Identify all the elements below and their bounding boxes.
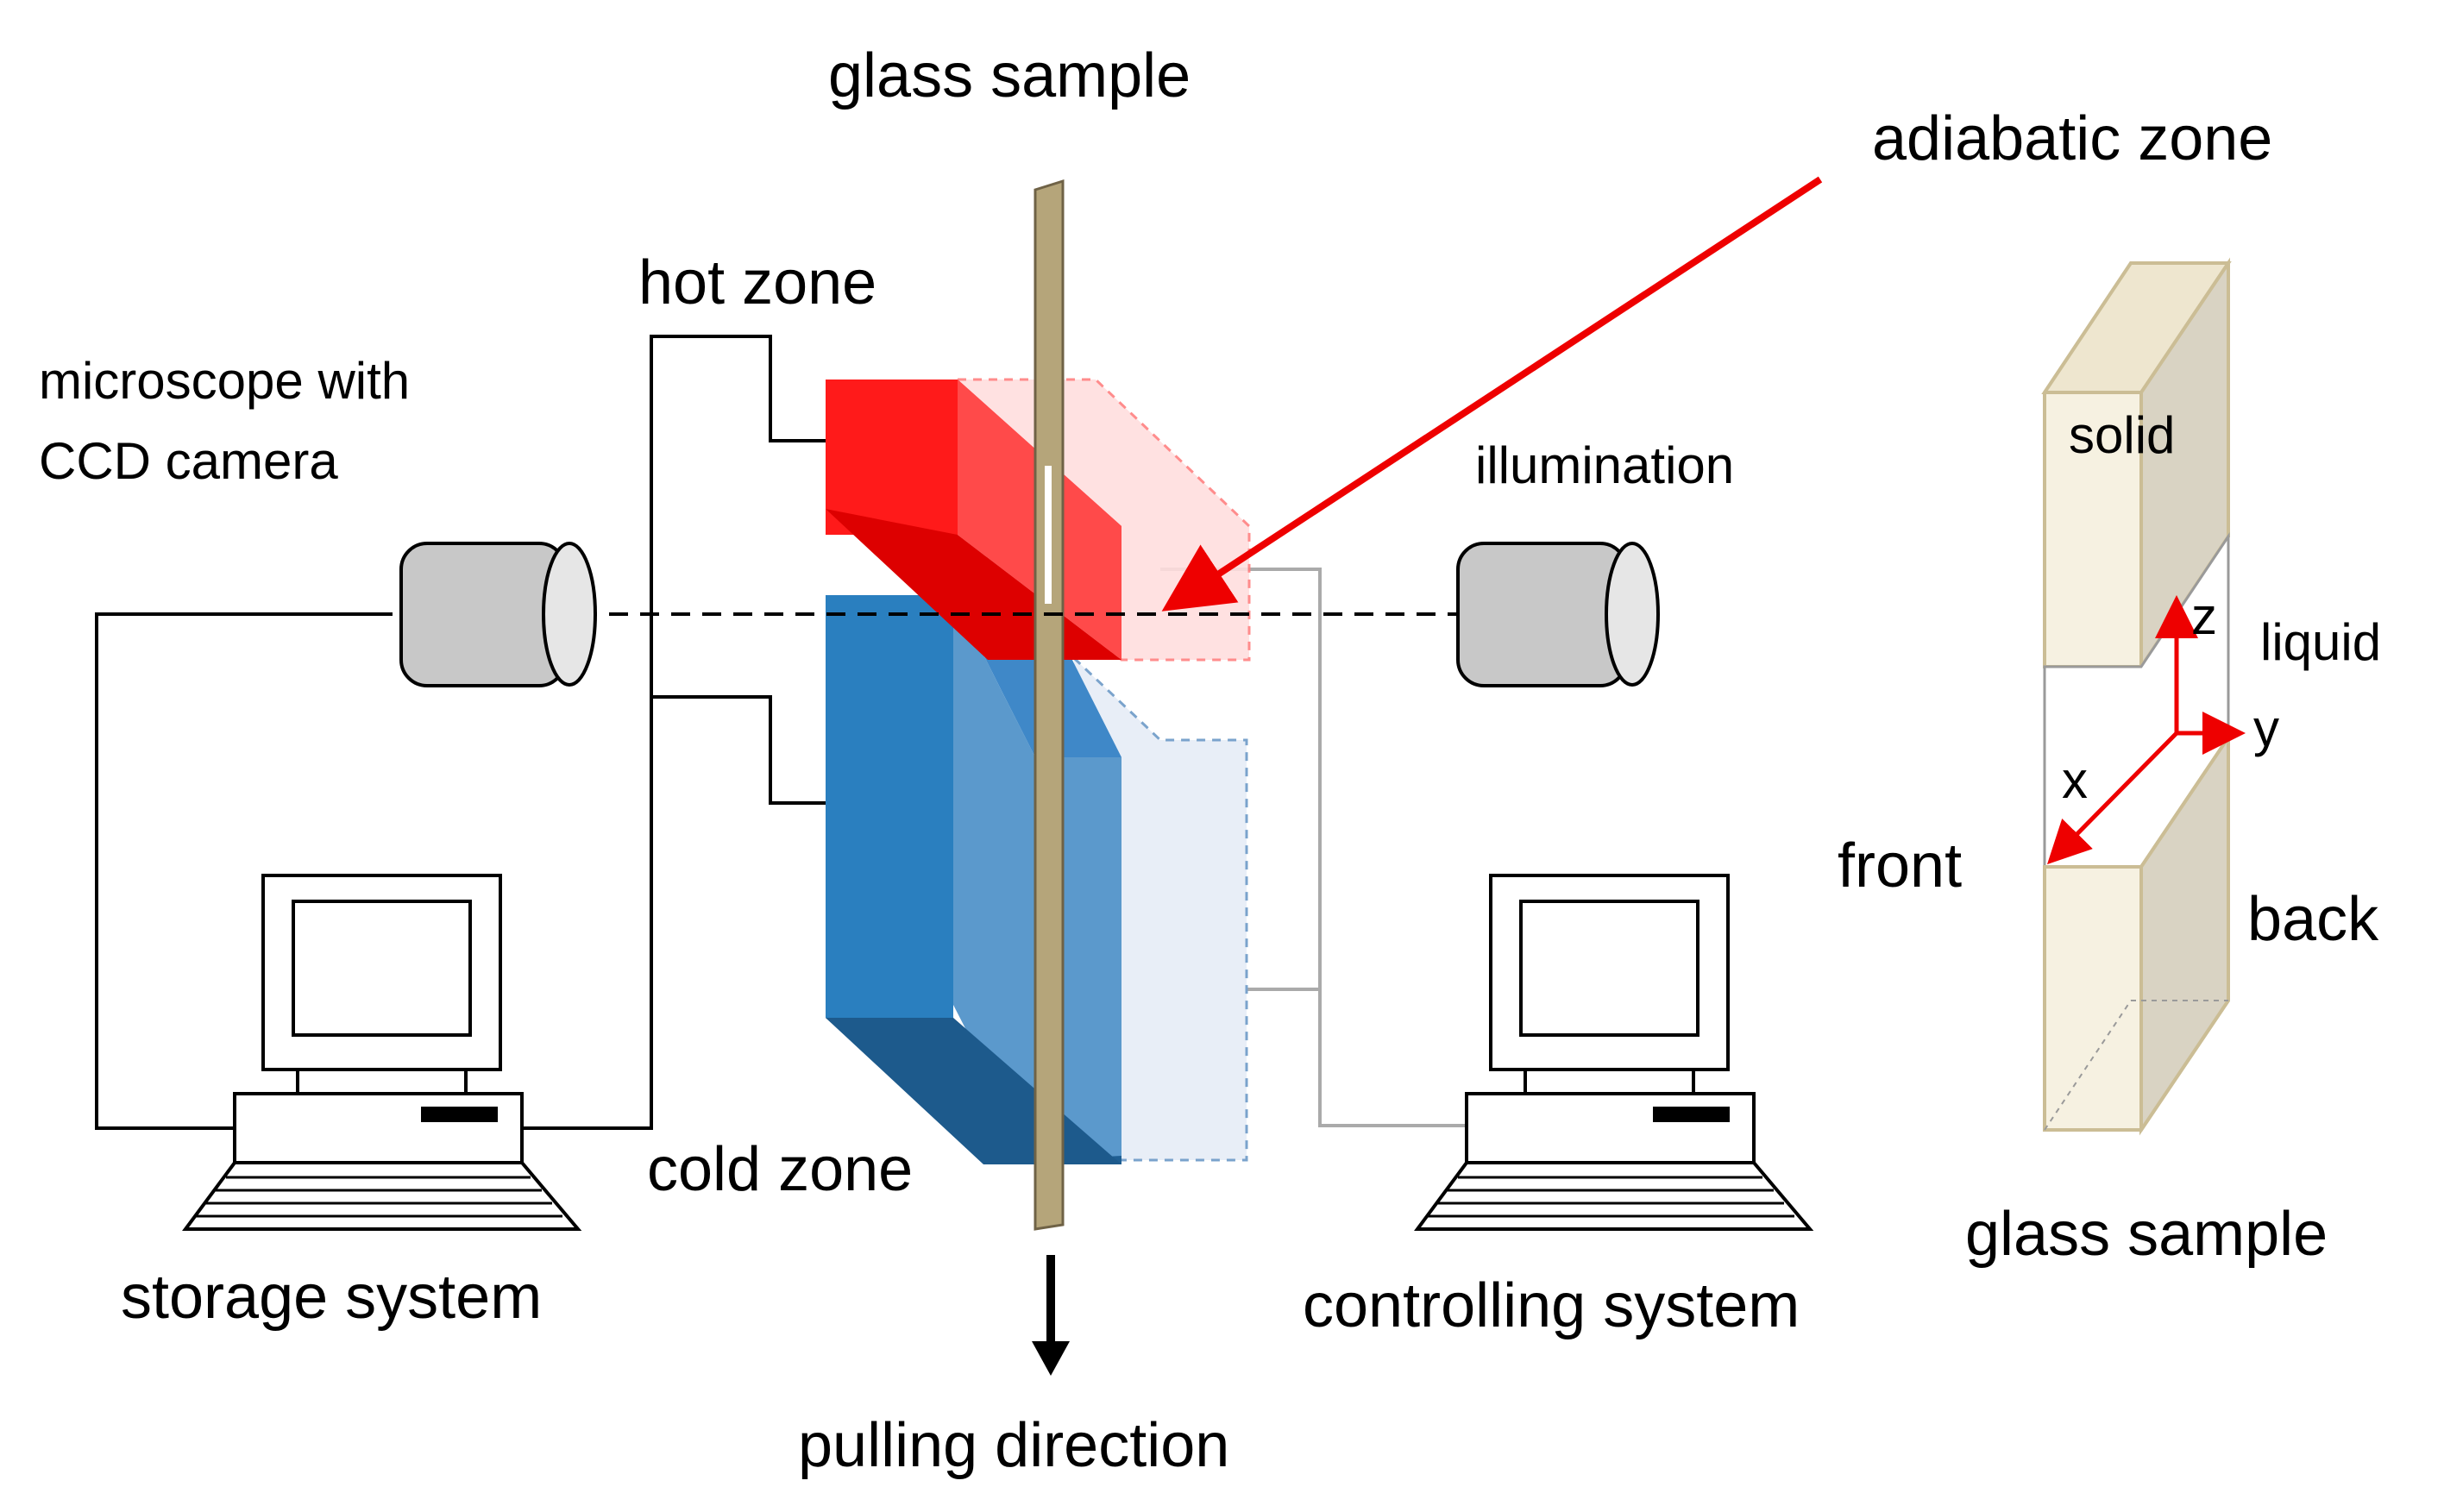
inset-axis-y-label: y [2253,700,2279,757]
illumination-lamp-icon [1456,542,1660,687]
storage-system-label: storage system [121,1263,542,1332]
storage-computer-icon [182,874,582,1231]
glass-sample-rod [1034,179,1065,1231]
pulling-direction-label: pulling direction [798,1411,1229,1480]
glass-sample-title: glass sample [828,41,1191,110]
cold-zone-label: cold zone [647,1135,913,1204]
microscope-camera-icon [399,542,597,687]
inset-front-label: front [1838,831,1962,900]
inset-back-label: back [2247,885,2379,954]
microscope-label-line2: CCD camera [39,432,338,490]
controlling-computer-icon [1414,874,1814,1231]
inset-glass-sample [2041,257,2232,1136]
inset-caption-label: glass sample [1965,1200,2328,1269]
hot-zone-label: hot zone [638,248,876,317]
adiabatic-zone-arrow [1161,176,1823,612]
inset-axis-z-label: z [2191,587,2217,645]
inset-axes [2046,595,2246,865]
inset-solid-label: solid [2069,406,2175,464]
inset-axis-x-label: x [2062,751,2088,809]
adiabatic-zone-label: adiabatic zone [1872,104,2272,173]
illumination-label: illumination [1475,436,1734,494]
inset-liquid-label: liquid [2260,613,2381,671]
controlling-system-label: controlling system [1303,1271,1800,1340]
microscope-label-line1: microscope with [39,352,410,410]
pulling-direction-arrow [1032,1255,1070,1376]
